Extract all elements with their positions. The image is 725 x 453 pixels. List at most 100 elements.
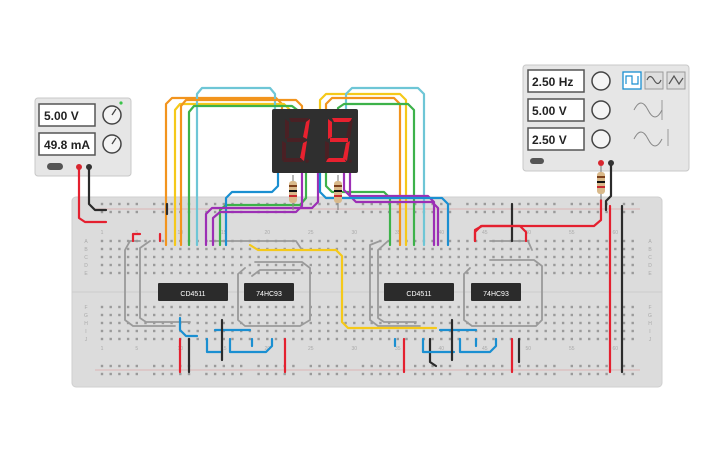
- breadboard-hole[interactable]: [118, 239, 121, 243]
- function-generator[interactable]: 2.50 Hz 5.00 V 2.50 V: [522, 64, 690, 172]
- breadboard-hole[interactable]: [266, 271, 269, 275]
- breadboard-hole[interactable]: [448, 271, 452, 275]
- breadboard-hole[interactable]: [509, 271, 513, 275]
- breadboard-hole[interactable]: [135, 271, 138, 275]
- wire-gray[interactable]: [377, 240, 417, 323]
- breadboard-hole[interactable]: [344, 239, 347, 243]
- breadboard-hole[interactable]: [396, 337, 399, 341]
- breadboard-hole[interactable]: [179, 271, 182, 275]
- generator-negative-terminal[interactable]: [608, 160, 614, 166]
- breadboard-hole[interactable]: [327, 271, 330, 275]
- breadboard-hole[interactable]: [431, 313, 434, 317]
- breadboard-hole[interactable]: [318, 239, 321, 243]
- breadboard-hole[interactable]: [440, 337, 443, 341]
- breadboard-hole[interactable]: [483, 337, 486, 341]
- rail-hole[interactable]: [570, 364, 573, 368]
- breadboard-hole[interactable]: [231, 337, 234, 341]
- breadboard-hole[interactable]: [622, 271, 626, 275]
- breadboard-hole[interactable]: [631, 255, 634, 259]
- breadboard-hole[interactable]: [414, 255, 417, 259]
- breadboard-hole[interactable]: [405, 247, 408, 251]
- breadboard-hole[interactable]: [361, 337, 365, 341]
- breadboard-hole[interactable]: [266, 337, 269, 341]
- breadboard-hole[interactable]: [596, 337, 600, 341]
- breadboard-hole[interactable]: [231, 263, 234, 267]
- breadboard-hole[interactable]: [126, 263, 130, 267]
- rail-hole[interactable]: [213, 364, 217, 368]
- breadboard-hole[interactable]: [579, 239, 582, 243]
- breadboard-hole[interactable]: [535, 255, 539, 259]
- rail-hole[interactable]: [414, 210, 417, 214]
- breadboard-hole[interactable]: [240, 271, 243, 275]
- rail-hole[interactable]: [153, 210, 156, 214]
- rail-hole[interactable]: [274, 364, 278, 368]
- rail-hole[interactable]: [161, 372, 165, 376]
- breadboard-hole[interactable]: [448, 239, 452, 243]
- rail-hole[interactable]: [126, 210, 130, 214]
- rail-hole[interactable]: [205, 364, 208, 368]
- breadboard-hole[interactable]: [118, 247, 121, 251]
- rail-hole[interactable]: [335, 202, 339, 206]
- breadboard-hole[interactable]: [422, 247, 426, 251]
- breadboard-hole[interactable]: [309, 329, 312, 333]
- rail-hole[interactable]: [231, 364, 234, 368]
- breadboard-hole[interactable]: [266, 255, 269, 259]
- rail-hole[interactable]: [100, 202, 104, 206]
- wire-orange[interactable]: [179, 98, 304, 247]
- rail-hole[interactable]: [622, 364, 626, 368]
- breadboard-hole[interactable]: [248, 305, 252, 309]
- rail-hole[interactable]: [544, 202, 547, 206]
- breadboard-hole[interactable]: [535, 313, 539, 317]
- breadboard-hole[interactable]: [300, 305, 304, 309]
- breadboard-hole[interactable]: [614, 263, 617, 267]
- breadboard-hole[interactable]: [501, 321, 504, 325]
- rail-hole[interactable]: [622, 372, 626, 376]
- chip-counter-left[interactable]: 74HC93: [244, 283, 294, 301]
- breadboard-hole[interactable]: [370, 255, 373, 259]
- rail-hole[interactable]: [257, 364, 260, 368]
- rail-hole[interactable]: [179, 372, 182, 376]
- breadboard-hole[interactable]: [553, 271, 556, 275]
- breadboard-hole[interactable]: [631, 305, 634, 309]
- wire-black[interactable]: [87, 168, 108, 212]
- breadboard-hole[interactable]: [283, 329, 286, 333]
- breadboard-hole[interactable]: [118, 321, 121, 325]
- breadboard-hole[interactable]: [579, 313, 582, 317]
- breadboard-hole[interactable]: [544, 305, 547, 309]
- breadboard-hole[interactable]: [422, 263, 426, 267]
- breadboard-hole[interactable]: [553, 321, 556, 325]
- breadboard-hole[interactable]: [240, 313, 243, 317]
- rail-hole[interactable]: [544, 210, 547, 214]
- breadboard-hole[interactable]: [353, 305, 356, 309]
- rail-hole[interactable]: [126, 202, 130, 206]
- rail-hole[interactable]: [379, 202, 382, 206]
- breadboard-hole[interactable]: [596, 271, 600, 275]
- breadboard-hole[interactable]: [118, 305, 121, 309]
- breadboard-hole[interactable]: [561, 239, 565, 243]
- breadboard-hole[interactable]: [187, 247, 191, 251]
- breadboard-hole[interactable]: [622, 247, 626, 251]
- breadboard-hole[interactable]: [370, 305, 373, 309]
- breadboard-hole[interactable]: [300, 255, 304, 259]
- breadboard-hole[interactable]: [240, 337, 243, 341]
- breadboard-hole[interactable]: [248, 255, 252, 259]
- breadboard-hole[interactable]: [100, 337, 104, 341]
- breadboard-hole[interactable]: [144, 313, 147, 317]
- breadboard-hole[interactable]: [109, 313, 112, 317]
- breadboard-hole[interactable]: [161, 271, 165, 275]
- breadboard-hole[interactable]: [509, 329, 513, 333]
- rail-hole[interactable]: [492, 210, 495, 214]
- breadboard-hole[interactable]: [370, 263, 373, 267]
- breadboard-hole[interactable]: [135, 247, 138, 251]
- breadboard-hole[interactable]: [622, 239, 626, 243]
- breadboard-hole[interactable]: [501, 329, 504, 333]
- negative-terminal[interactable]: [86, 164, 92, 170]
- breadboard-hole[interactable]: [370, 247, 373, 251]
- rail-hole[interactable]: [361, 364, 365, 368]
- rail-hole[interactable]: [518, 372, 521, 376]
- breadboard-hole[interactable]: [231, 255, 234, 259]
- breadboard-hole[interactable]: [440, 263, 443, 267]
- breadboard-hole[interactable]: [205, 263, 208, 267]
- breadboard-hole[interactable]: [387, 255, 391, 259]
- breadboard-hole[interactable]: [240, 247, 243, 251]
